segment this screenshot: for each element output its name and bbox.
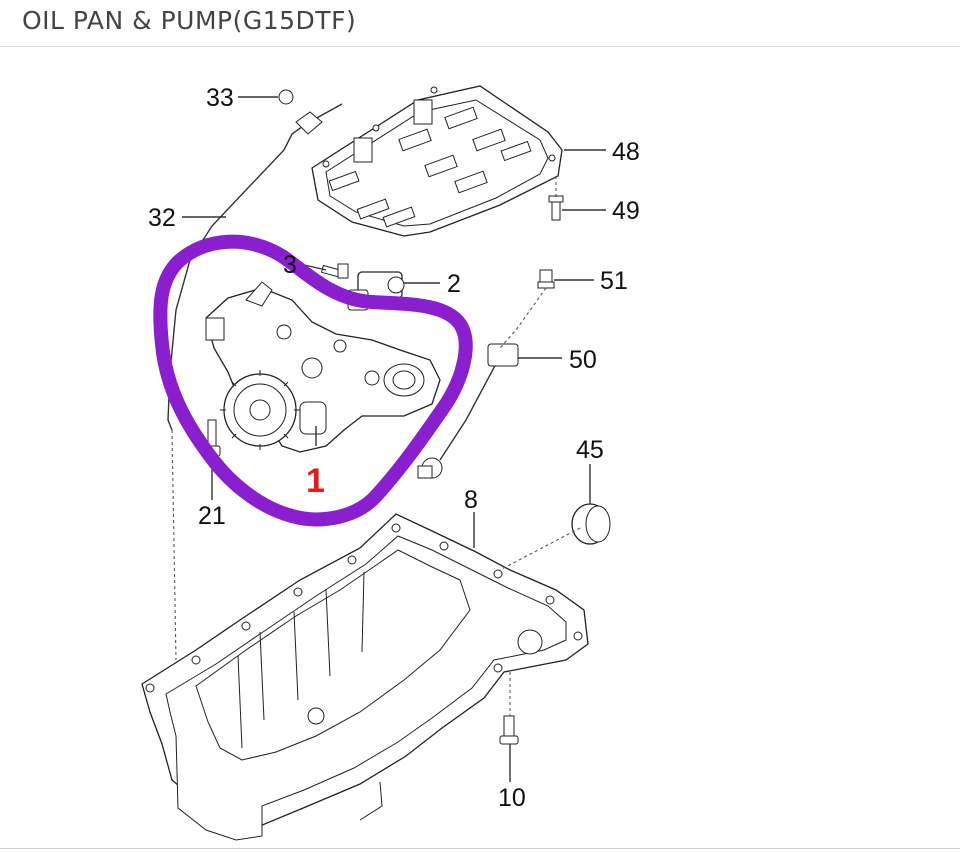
bolt-49[interactable]: [548, 195, 564, 221]
callout-labels: 33 32 48 49 3 2 51 50 1 21 45 8 10: [148, 84, 640, 812]
callout-3: 3: [283, 251, 297, 279]
oil-pan[interactable]: [141, 513, 589, 841]
callout-33: 33: [206, 84, 234, 112]
header-bar: OIL PAN & PUMP(G15DTF): [0, 0, 960, 47]
callout-32: 32: [148, 204, 176, 232]
alignment-lines: [171, 176, 581, 716]
callout-49: 49: [612, 197, 640, 225]
highlight-outline: [153, 234, 473, 527]
callout-8: 8: [464, 486, 478, 514]
callout-1: 1: [306, 462, 325, 500]
callout-10: 10: [498, 784, 526, 812]
callout-21: 21: [198, 502, 226, 530]
callout-45: 45: [576, 436, 604, 464]
callout-50: 50: [569, 346, 597, 374]
oil-pump-assembly[interactable]: [205, 281, 441, 453]
callout-2: 2: [447, 270, 461, 298]
baffle-plate[interactable]: [311, 85, 563, 237]
drain-plug-45[interactable]: [571, 503, 611, 545]
bolt-3[interactable]: [320, 263, 349, 279]
callout-48: 48: [612, 138, 640, 166]
page-title: OIL PAN & PUMP(G15DTF): [22, 6, 357, 35]
oil-level-sensor[interactable]: [417, 269, 555, 479]
bottom-divider: [0, 848, 960, 849]
bolt-10[interactable]: [499, 715, 519, 745]
callout-51: 51: [600, 267, 628, 295]
